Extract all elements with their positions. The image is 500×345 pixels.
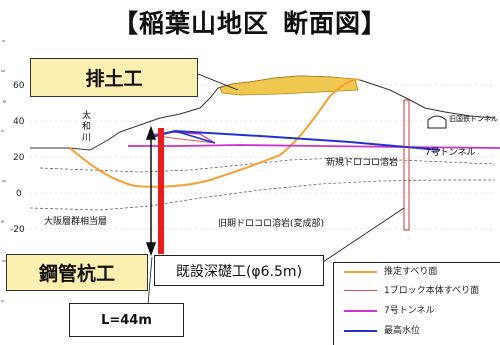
pile-length-callout: L=44m [69,303,184,337]
max-water-level-slope [174,130,216,144]
existing-pier-text: 既設深礎工(φ6.5m) [175,263,303,280]
old-tunnel-label: 旧国鉄トンネル [449,114,498,123]
tick-40: 40 [13,117,25,127]
geologic-boundary-upper [39,157,496,173]
steel-pile-text: 鋼管杭工 [38,263,115,285]
title-part-2: 断面図】 [283,9,388,38]
geologic-boundary-lower [29,179,495,211]
osaka-layer-label: 大阪層群相当層 [44,215,107,227]
legend-label-water: 最高水位 [384,326,421,336]
old-rock-label: 旧期ドロコロ溶岩(変成部) [218,217,324,229]
title-part-1: 【稲葉山地区 [112,9,269,38]
legend-item-slip: 推定すべり面 [334,265,500,279]
existing-pier-shaft [403,99,410,231]
legend: 推定すべり面 1ブロック本体すべり面 7号トンネル 最高水位 [333,262,500,345]
legend-label-slip: 推定すべり面 [384,267,438,277]
steel-pile-label: 鋼管杭工 [6,254,148,291]
legend-item-block: 1ブロック本体すべり面 [334,284,500,298]
elevation-axis: 60 40 20 0 -20 [10,81,25,235]
legend-label-tunnel: 7号トンネル [384,306,435,316]
pier-leader [322,207,405,263]
new-rock-label: 新規ドロコロ溶岩 [326,156,398,168]
pile-length-text: L=44m [101,312,152,328]
legend-item-water: 最高水位 [334,324,500,338]
pile-length-dimension [145,125,157,257]
scan-edge-artifact [0,30,10,330]
tunnel-7-label: 7号トンネル [425,147,476,158]
legend-swatch-block [344,290,377,291]
river-label: 太和川 [80,109,91,143]
legend-item-tunnel: 7号トンネル [334,304,500,318]
tick-minus-20: -20 [10,225,25,235]
page-title: 【稲葉山地区断面図】 [0,4,500,40]
estimated-slip-surface [69,78,361,188]
steel-pile [158,128,164,254]
old-tunnel-arch [427,115,447,129]
length-leader [147,256,153,306]
legend-label-block: 1ブロック本体すべり面 [384,286,480,296]
embankment-text: 排土工 [85,68,143,90]
legend-swatch-water [344,330,377,332]
embankment-leader [197,73,239,91]
tick-60: 60 [13,81,25,91]
tick-20: 20 [13,153,25,163]
tick-0: 0 [16,189,22,199]
legend-swatch-tunnel [344,310,377,312]
max-water-level [147,129,441,151]
embankment-removal-label: 排土工 [30,58,198,97]
embankment-removal-area [219,75,359,96]
existing-pier-callout: 既設深礎工(φ6.5m) [154,255,324,286]
legend-swatch-slip [344,271,377,273]
